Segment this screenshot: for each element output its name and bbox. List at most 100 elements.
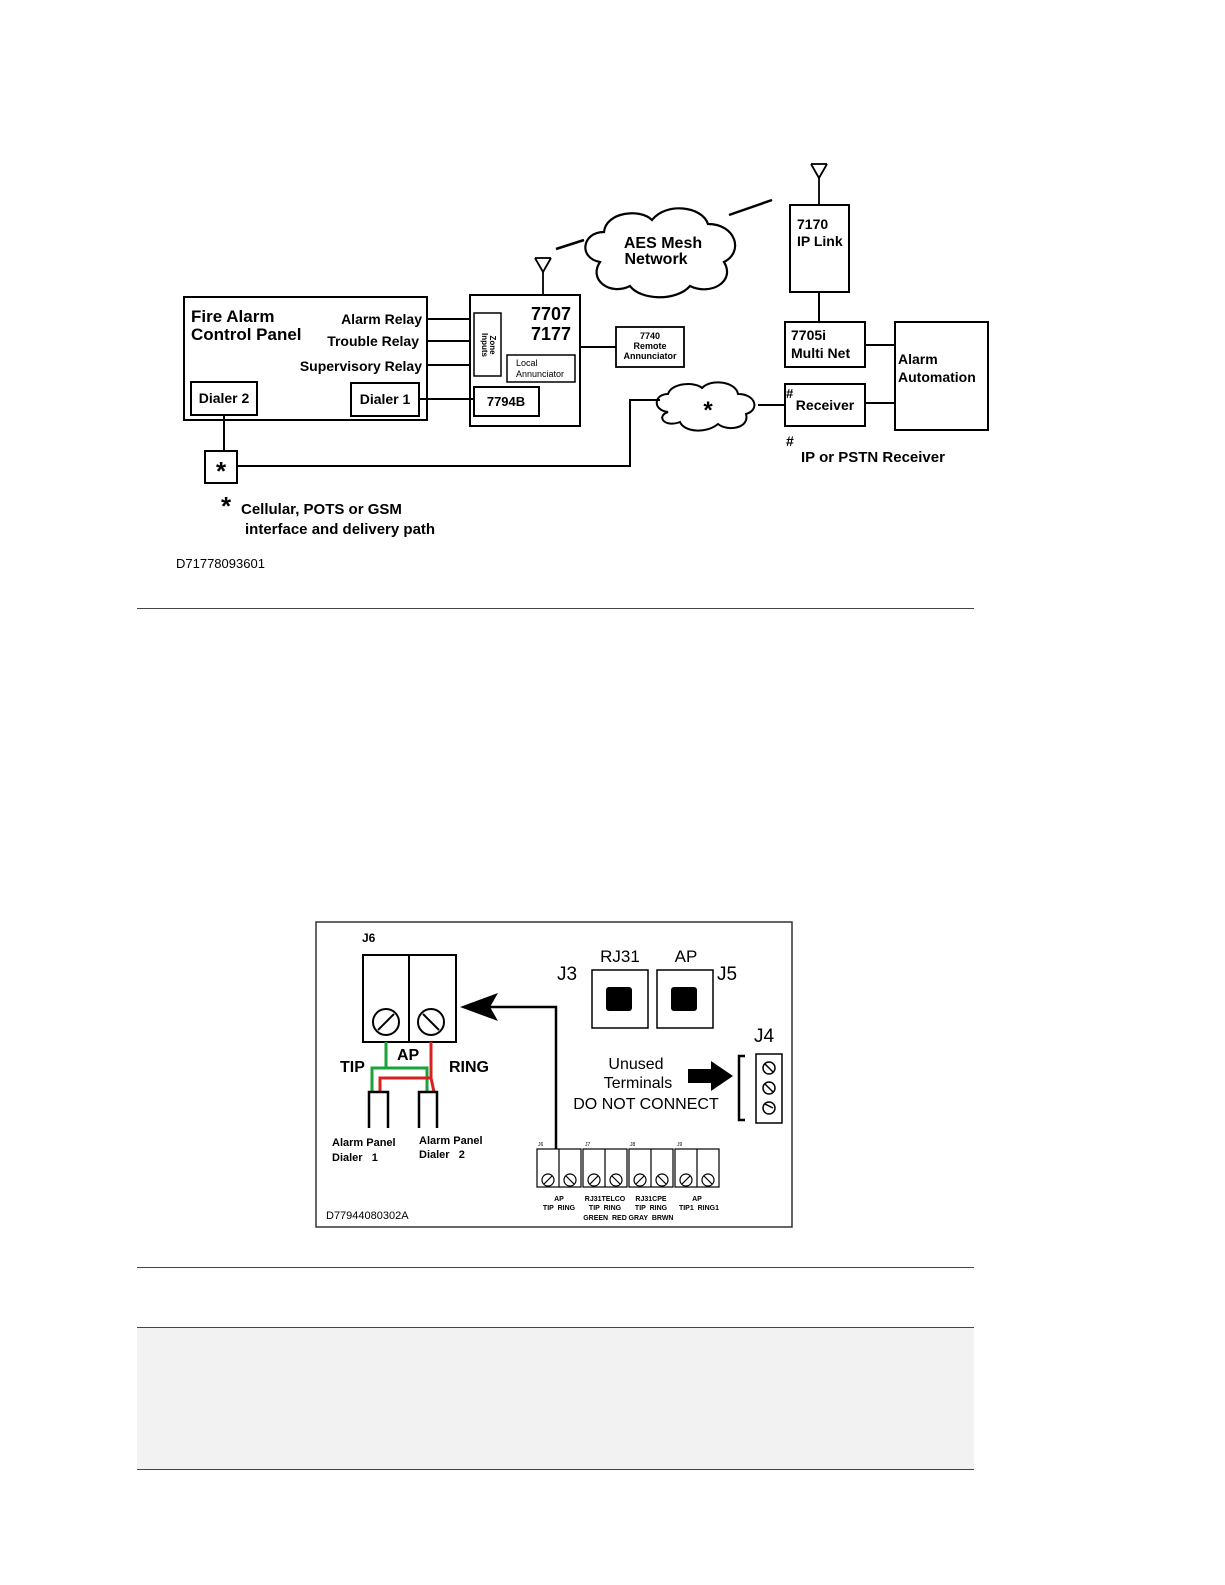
ip-link-label-2: IP Link: [797, 233, 843, 249]
connection-arrow: [490, 1005, 558, 1150]
tb3-label-a: RJ31CPE: [635, 1196, 666, 1203]
receiver-footnote-hash: #: [786, 433, 794, 449]
ap-label: AP: [397, 1047, 420, 1064]
dialer-2-label-1: Alarm Panel: [419, 1135, 483, 1147]
arrow-right-icon: [688, 1061, 733, 1091]
figure-2-drawing-id: D77944080302A: [326, 1210, 409, 1222]
dialer-1-label-2: Dialer 1: [332, 1152, 378, 1164]
receiver-label: Receiver: [796, 397, 855, 413]
alarm-automation-box: [894, 321, 989, 431]
panel-title-line1: Fire Alarm: [191, 307, 274, 326]
path-footnote-line2: interface and delivery path: [245, 521, 435, 538]
dialer-2-label-2: Dialer 2: [419, 1149, 465, 1161]
j5-label: J5: [717, 964, 737, 985]
delivery-path-cloud: [655, 381, 756, 432]
rj31-label: RJ31: [600, 947, 640, 966]
receiver-hash: #: [786, 386, 794, 401]
alarm-automation-label-1: Alarm: [898, 351, 938, 367]
remote-annunciator-label-2: Remote: [633, 341, 666, 351]
section-divider: [137, 1469, 974, 1470]
ap-jack-label: AP: [675, 947, 698, 966]
tb2-label-a: RJ31TELCO: [585, 1196, 626, 1203]
arrow-head-icon: [460, 993, 498, 1021]
local-annunciator-label: Local: [516, 358, 538, 368]
tb1-label-b: TIP RING: [543, 1205, 576, 1212]
model-7177-label: 7177: [531, 324, 571, 344]
dialer-1-label: Dialer 1: [360, 391, 411, 407]
multi-net-label-2: Multi Net: [791, 345, 850, 361]
terminal-strip: [536, 1148, 720, 1188]
multi-net-label-1: 7705i: [791, 327, 826, 343]
zone-inputs-label-2: Inputs: [480, 333, 489, 358]
terminal-wiring-diagram: J6 TIP AP RING Alarm Panel Dialer 1 Alar…: [315, 921, 793, 1228]
tb3-label-b: TIP RING: [635, 1205, 668, 1212]
dialer-1-label-1: Alarm Panel: [332, 1137, 396, 1149]
mesh-network-label-2: Network: [624, 251, 687, 268]
dialer-1-plug: [367, 1090, 390, 1128]
alarm-relay-label: Alarm Relay: [341, 311, 422, 327]
tip-label: TIP: [340, 1059, 365, 1076]
mesh-network-cloud: [584, 207, 737, 299]
j3-label: J3: [557, 964, 577, 985]
unit-7794b-box: [473, 386, 540, 417]
antenna-icon: [534, 257, 552, 295]
interface-box-star: *: [216, 456, 227, 486]
zone-inputs-box: [473, 312, 502, 377]
trouble-relay-label: Trouble Relay: [327, 333, 419, 349]
unused-label-1: Unused: [608, 1056, 663, 1073]
local-annunciator-box: [506, 354, 576, 383]
tb4-label-a: AP: [692, 1196, 702, 1203]
tb2-label-c: GREEN RED: [583, 1215, 627, 1222]
section-divider: [137, 1267, 974, 1268]
remote-annunciator-box: [615, 326, 685, 368]
dialer-2-plug: [417, 1090, 439, 1128]
tb-j7-label: J7: [585, 1142, 591, 1148]
screw-terminal-icon: [762, 1061, 776, 1115]
section-divider: [137, 1327, 974, 1328]
screw-terminal-icon: [417, 1008, 445, 1036]
fire-alarm-control-panel: [183, 296, 428, 421]
figure-1-drawing-id: D71778093601: [176, 556, 265, 571]
tb2-label-b: TIP RING: [589, 1205, 622, 1212]
tb4-label-b: TIP1 RING1: [679, 1205, 719, 1212]
j6-label: J6: [362, 931, 376, 945]
alarm-automation-label-2: Automation: [898, 369, 976, 385]
tb1-label-a: AP: [554, 1196, 564, 1203]
panel-title-line2: Control Panel: [191, 325, 302, 344]
ring-label: RING: [449, 1059, 489, 1076]
dialer-2-label: Dialer 2: [199, 390, 250, 406]
green-tip-wire: [370, 1042, 429, 1092]
section-divider: [137, 608, 974, 609]
local-annunciator-label-2: Annunciator: [516, 369, 564, 379]
supervisory-relay-label: Supervisory Relay: [300, 358, 422, 374]
red-ring-wire: [378, 1042, 436, 1093]
path-footnote-star: *: [221, 491, 232, 521]
receiver-footnote: IP or PSTN Receiver: [801, 449, 945, 466]
tb-j6-label: J6: [538, 1142, 544, 1148]
remote-annunciator-label-1: 7740: [640, 331, 660, 341]
ip-link-label-1: 7170: [797, 216, 828, 232]
shaded-table-row: [137, 1328, 974, 1470]
screw-terminal-icon: [541, 1173, 715, 1187]
screw-terminal-icon: [372, 1008, 400, 1036]
tb-j9-label: J9: [677, 1142, 683, 1148]
unused-label-3: DO NOT CONNECT: [573, 1096, 719, 1113]
jack-socket-icon: [671, 987, 697, 1011]
interface-box: [204, 450, 238, 484]
dialer-1-box: [350, 382, 420, 417]
tb-j8-label: J8: [630, 1142, 636, 1148]
zone-inputs-label: Zone: [488, 335, 497, 355]
network-diagram: Fire Alarm Control Panel Alarm Relay Tro…: [176, 163, 989, 571]
path-footnote-line1: Cellular, POTS or GSM: [241, 501, 402, 518]
unused-label-2: Terminals: [604, 1075, 672, 1092]
unit-7707-7177: [469, 294, 581, 427]
model-7794b-label: 7794B: [487, 394, 525, 409]
jack-socket-icon: [606, 987, 632, 1011]
j4-label: J4: [754, 1026, 775, 1047]
antenna-icon: [810, 163, 828, 205]
tb3-label-c: GRAY BRWN: [629, 1215, 674, 1222]
model-7707-label: 7707: [531, 304, 571, 324]
mesh-network-label-1: AES Mesh: [624, 235, 702, 252]
delivery-path-cloud-star: *: [703, 397, 713, 424]
remote-annunciator-label-3: Annunciator: [624, 351, 677, 361]
